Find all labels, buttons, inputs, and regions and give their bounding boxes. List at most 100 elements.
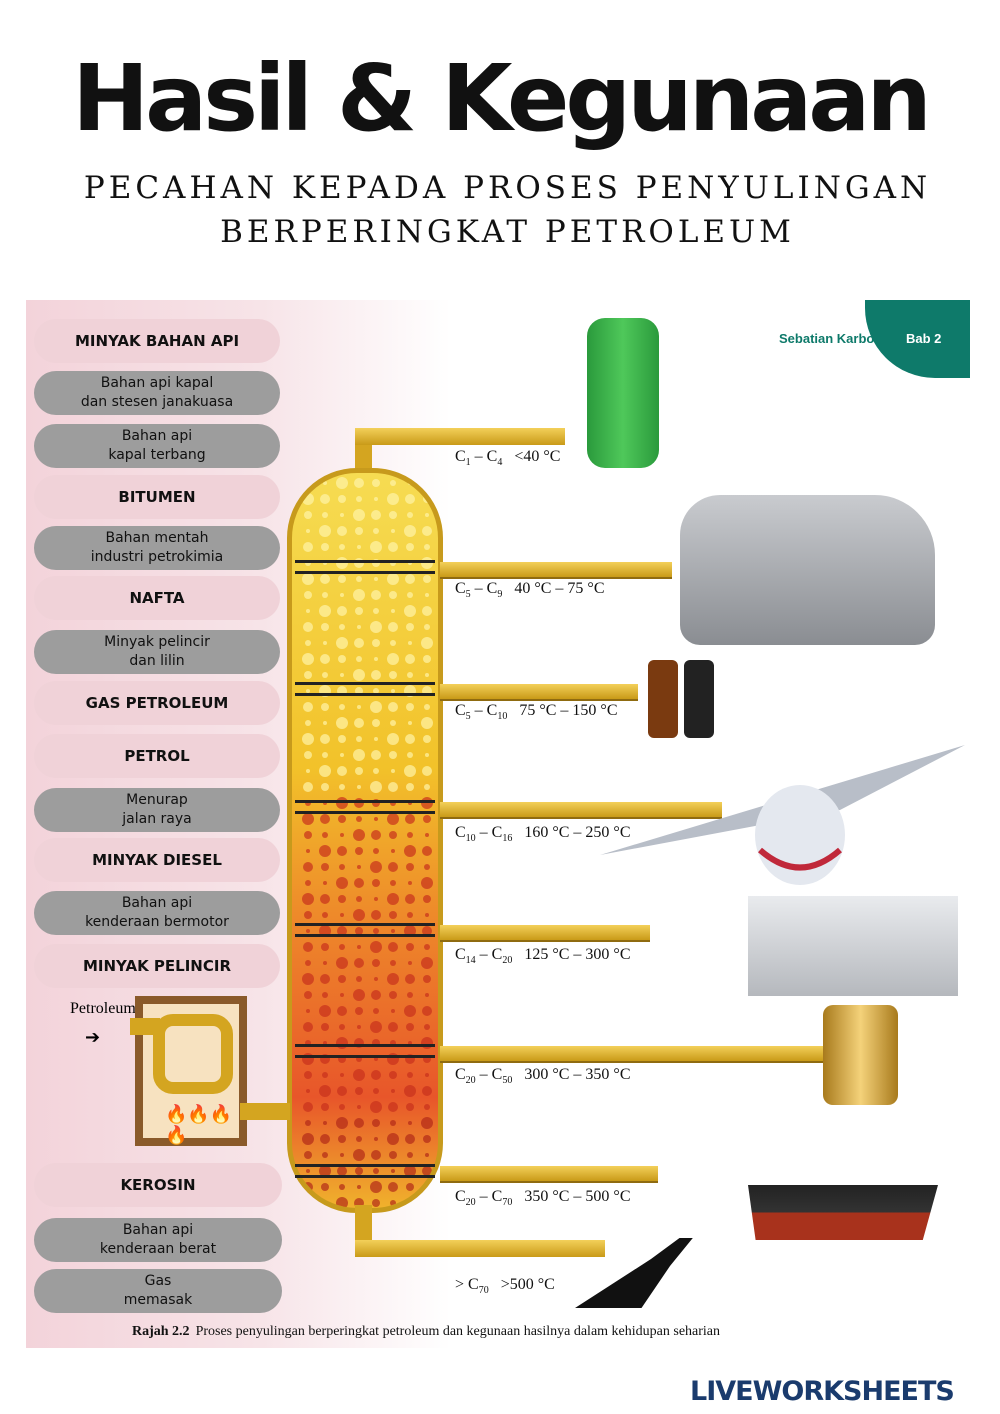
fraction-name-pill[interactable]: BITUMEN xyxy=(34,475,280,519)
bubble xyxy=(405,574,415,584)
bubble xyxy=(322,512,328,518)
pill-text: MINYAK BAHAN API xyxy=(74,331,240,350)
bubble xyxy=(304,671,312,679)
use-pill[interactable]: Bahan api kapal terbang xyxy=(34,424,280,468)
pill-text: Minyak pelincir dan lilin xyxy=(104,634,210,669)
bubble xyxy=(424,544,430,550)
petroleum-label: Petroleum xyxy=(70,1000,136,1017)
chapter-number: Bab 2 xyxy=(906,331,942,346)
bubble xyxy=(321,543,329,551)
bubble xyxy=(319,845,331,857)
bubble xyxy=(387,493,399,505)
ship-image xyxy=(748,1185,938,1240)
bubble xyxy=(391,849,395,853)
bubble xyxy=(321,1103,329,1111)
bubble xyxy=(371,670,381,680)
use-pill[interactable]: Bahan api kapal dan stesen janakuasa xyxy=(34,371,280,415)
bubble xyxy=(404,1165,416,1177)
bubble xyxy=(304,1151,312,1159)
bubble xyxy=(337,606,347,616)
bubble xyxy=(373,608,379,614)
bubble xyxy=(421,637,433,649)
pipe-outlet xyxy=(440,1166,658,1183)
temperature: 350 °C – 500 °C xyxy=(524,1188,631,1205)
bubble xyxy=(321,1023,329,1031)
bubble xyxy=(302,573,314,585)
truck-image xyxy=(748,896,958,996)
fraction-name-pill[interactable]: MINYAK BAHAN API xyxy=(34,319,280,363)
bubble xyxy=(373,848,379,854)
bubble xyxy=(353,1149,365,1161)
caption-number: Rajah 2.2 xyxy=(132,1324,190,1339)
fraction-name-pill[interactable]: MINYAK DIESEL xyxy=(34,838,280,882)
bubble xyxy=(339,864,345,870)
bubble xyxy=(424,704,430,710)
bubble xyxy=(337,1086,347,1096)
bubble xyxy=(406,1183,414,1191)
use-pill[interactable]: Gas memasak xyxy=(34,1269,282,1313)
bubble xyxy=(406,863,414,871)
bubble xyxy=(373,1008,379,1014)
use-pill[interactable]: Bahan api kenderaan berat xyxy=(34,1218,282,1262)
bubble xyxy=(408,961,412,965)
bubble xyxy=(304,1071,312,1079)
bubble xyxy=(319,1165,331,1177)
bubble xyxy=(387,573,399,585)
pill-text: Bahan api kapal dan stesen janakuasa xyxy=(80,375,234,410)
bubble xyxy=(322,592,328,598)
bubble xyxy=(336,717,348,729)
bubble xyxy=(323,721,327,725)
bubble xyxy=(356,576,362,582)
bubble xyxy=(406,623,414,631)
carbon-max: 70 xyxy=(502,1197,513,1209)
bubble xyxy=(374,737,378,741)
bubble xyxy=(338,655,346,663)
bubble xyxy=(304,831,312,839)
bubble xyxy=(340,593,344,597)
use-pill[interactable]: Menurap jalan raya xyxy=(34,788,280,832)
carbon-max: 20 xyxy=(502,955,513,967)
carbon-min: 5 xyxy=(465,711,471,723)
bubble xyxy=(387,1133,399,1145)
bubble xyxy=(323,881,327,885)
carbon-min: 70 xyxy=(478,1285,489,1297)
use-pill[interactable]: Minyak pelincir dan lilin xyxy=(34,630,280,674)
bubble xyxy=(303,782,313,792)
fraction-name-pill[interactable]: MINYAK PELINCIR xyxy=(34,944,280,988)
bubble xyxy=(408,481,412,485)
use-pill[interactable]: Bahan api kenderaan bermotor xyxy=(34,891,280,935)
bubble xyxy=(373,768,379,774)
bubble xyxy=(302,893,314,905)
bubble xyxy=(356,976,362,982)
bubble xyxy=(356,896,362,902)
bubble xyxy=(425,1153,429,1157)
fraction-label: C10 – C16 160 °C – 250 °C xyxy=(455,824,631,845)
bubble xyxy=(421,717,433,729)
bubble xyxy=(354,718,364,728)
bubble xyxy=(405,814,415,824)
bubble xyxy=(374,897,378,901)
bubble xyxy=(302,733,314,745)
gas-cylinder-image xyxy=(587,318,659,468)
bubble xyxy=(408,881,412,885)
use-pill[interactable]: Bahan mentah industri petrokimia xyxy=(34,526,280,570)
bubble xyxy=(425,513,429,517)
bubble xyxy=(357,625,361,629)
bubble xyxy=(372,959,380,967)
bubble xyxy=(371,510,381,520)
bubble xyxy=(421,1117,433,1129)
fraction-name-pill[interactable]: PETROL xyxy=(34,734,280,778)
carbon-max: 9 xyxy=(497,589,503,601)
bubble xyxy=(406,543,414,551)
fraction-name-pill[interactable]: KEROSIN xyxy=(34,1163,282,1207)
bubble xyxy=(336,1117,348,1129)
bubble xyxy=(423,575,431,583)
fraction-name-pill[interactable]: NAFTA xyxy=(34,576,280,620)
bubble xyxy=(373,1088,379,1094)
bubble-cap-tray xyxy=(295,1164,435,1178)
bubble xyxy=(321,1183,329,1191)
bubble xyxy=(303,622,313,632)
bubble xyxy=(389,1151,397,1159)
bubble xyxy=(407,512,413,518)
fraction-name-pill[interactable]: GAS PETROLEUM xyxy=(34,681,280,725)
